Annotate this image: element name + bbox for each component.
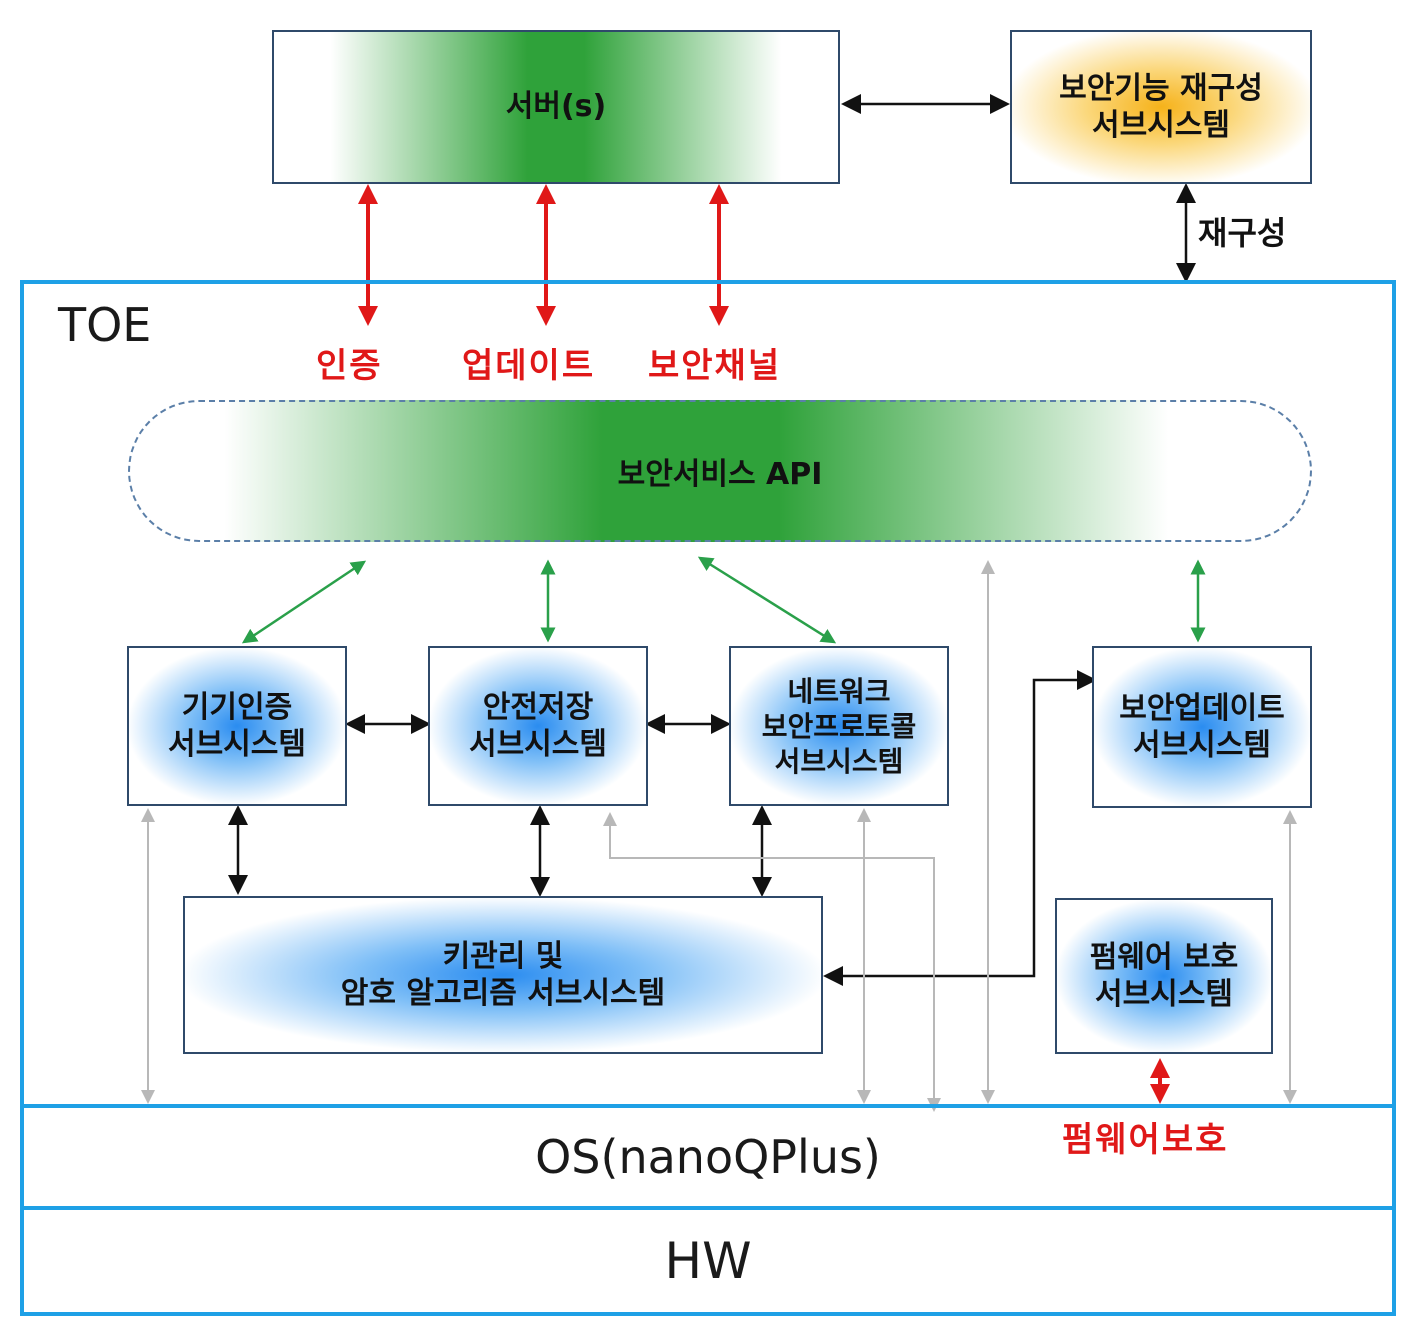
channel-label: 보안채널 — [648, 346, 782, 386]
firmware-protection-red-label: 펌웨어보호 — [1062, 1120, 1229, 1160]
reconfig-subsystem-box: 보안기능 재구성 서브시스템 — [1010, 30, 1312, 184]
os-label: OS(nanoQPlus) — [535, 1130, 881, 1184]
os-layer: OS(nanoQPlus) — [20, 1104, 1396, 1210]
update-label: 업데이트 — [462, 346, 596, 386]
security-api-capsule: 보안서비스 API — [128, 400, 1312, 542]
key-management-subsystem: 키관리 및 암호 알고리즘 서브시스템 — [183, 896, 823, 1054]
device-auth-label: 기기인증 서브시스템 — [168, 689, 306, 763]
reconfig-subsystem-label: 보안기능 재구성 서브시스템 — [1059, 70, 1263, 144]
server-label: 서버(s) — [505, 89, 607, 125]
hw-label: HW — [664, 1232, 752, 1290]
network-protocol-label: 네트워크 보안프로토콜 서브시스템 — [761, 674, 917, 778]
gray-storage-os — [603, 812, 941, 1112]
firmware-protection-subsystem: 펌웨어 보호 서브시스템 — [1055, 898, 1273, 1054]
reconfig-label: 재구성 — [1198, 214, 1287, 252]
device-auth-subsystem: 기기인증 서브시스템 — [127, 646, 347, 806]
hw-layer: HW — [20, 1206, 1396, 1316]
network-protocol-subsystem: 네트워크 보안프로토콜 서브시스템 — [729, 646, 949, 806]
secure-update-subsystem: 보안업데이트 서브시스템 — [1092, 646, 1312, 808]
key-management-label: 키관리 및 암호 알고리즘 서브시스템 — [340, 938, 666, 1012]
toe-panel — [20, 280, 1396, 1110]
secure-storage-subsystem: 안전저장 서브시스템 — [428, 646, 648, 806]
server-box: 서버(s) — [272, 30, 840, 184]
toe-label: TOE — [58, 298, 152, 352]
api-device-arrow — [241, 560, 367, 644]
api-network-arrow — [697, 556, 837, 644]
auth-label: 인증 — [316, 346, 383, 386]
secure-update-label: 보안업데이트 서브시스템 — [1119, 690, 1285, 764]
firmware-protection-label: 펌웨어 보호 서브시스템 — [1089, 939, 1239, 1013]
security-api-label: 보안서비스 API — [617, 457, 823, 492]
secure-storage-label: 안전저장 서브시스템 — [469, 689, 607, 763]
